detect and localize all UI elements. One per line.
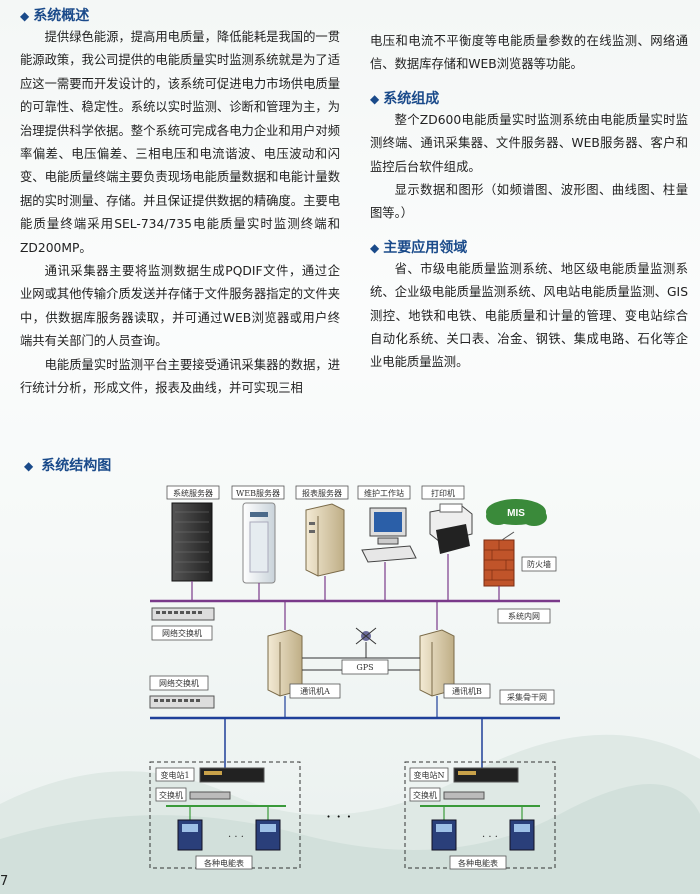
page-number: 7 bbox=[0, 874, 9, 889]
overview-paragraph-2: 通讯采集器主要将监测数据生成PQDIF文件，通过企业网或其他传输介质发送并存储于… bbox=[20, 264, 340, 349]
web-server-icon bbox=[242, 502, 276, 584]
composition-paragraph-2: 显示数据和图形（如频谱图、波形图、曲线图、柱量图等。） bbox=[370, 183, 688, 221]
system-structure-diagram: 系统服务器 WEB服务器 报表服务器 维护工作站 打印机 bbox=[149, 485, 560, 870]
network-switch-icon bbox=[151, 607, 215, 621]
overview-paragraph-3: 电能质量实时监测平台主要接受通讯采集器的数据，进行统计分析，形成文件，报表及曲线… bbox=[20, 357, 340, 396]
label-collector-a: 通讯机A bbox=[300, 686, 330, 696]
rack-server-icon bbox=[171, 502, 213, 582]
label-switch-n: 交换机 bbox=[413, 790, 437, 800]
label-network-switch-2: 网络交换机 bbox=[159, 678, 199, 688]
label-firewall: 防火墙 bbox=[527, 559, 551, 569]
overview-paragraph-3-continued: 电压和电流不平衡度等电能质量参数的在线监测、网络通信、数据库存储和WEB浏览器等… bbox=[370, 34, 688, 72]
label-collector-b: 通讯机B bbox=[452, 686, 482, 696]
diamond-icon: ◆ bbox=[20, 9, 30, 23]
left-column: ◆系统概述 提供绿色能源，提高用电质量，降低能耗是我国的一贯能源政策，我公司提供… bbox=[20, 6, 340, 401]
label-system-server: 系统服务器 bbox=[173, 488, 213, 498]
applications-paragraph: 省、市级电能质量监测系统、地区级电能质量监测系统、企业级电能质量监测系统、风电站… bbox=[370, 261, 688, 370]
label-switch-1: 交换机 bbox=[159, 790, 183, 800]
section-title-structure: ◆系统结构图 bbox=[24, 458, 112, 474]
network-switch-icon bbox=[149, 695, 215, 709]
substation-1-group: 变电站1 交换机 · · · 各种电能表 bbox=[149, 761, 301, 870]
diamond-icon: ◆ bbox=[370, 240, 380, 255]
section-title-applications: ◆主要应用领域 bbox=[370, 239, 468, 256]
label-gps: GPS bbox=[356, 663, 373, 672]
diamond-icon: ◆ bbox=[24, 459, 34, 473]
label-printer: 打印机 bbox=[431, 488, 455, 498]
label-network-switch-1: 网络交换机 bbox=[162, 628, 202, 638]
small-dots-1: · · · bbox=[228, 832, 244, 843]
label-substation-n: 变电站N bbox=[414, 770, 445, 780]
diamond-icon: ◆ bbox=[370, 91, 380, 106]
firewall-icon bbox=[483, 539, 515, 587]
label-web-server: WEB服务器 bbox=[236, 488, 280, 498]
ellipsis-dots: · · · bbox=[326, 807, 351, 826]
label-backbone: 采集骨干网 bbox=[507, 692, 547, 702]
mis-label: MIS bbox=[507, 508, 525, 519]
label-substation-1: 变电站1 bbox=[160, 770, 189, 780]
top-labels: 系统服务器 WEB服务器 报表服务器 维护工作站 打印机 bbox=[166, 485, 465, 500]
gps-satellite-icon bbox=[355, 627, 377, 645]
right-column: 电压和电流不平衡度等电能质量参数的在线监测、网络通信、数据库存储和WEB浏览器等… bbox=[370, 30, 688, 375]
label-system-lan: 系统内网 bbox=[508, 611, 540, 621]
label-report-server: 报表服务器 bbox=[302, 488, 342, 498]
overview-paragraph-1: 提供绿色能源，提高用电质量，降低能耗是我国的一贯能源政策，我公司提供的电能质量实… bbox=[20, 30, 340, 255]
composition-paragraph-1: 整个ZD600电能质量实时监测系统由电能质量实时监测终端、通讯采集器、文件服务器… bbox=[370, 112, 688, 174]
mis-cloud-icon: MIS bbox=[486, 499, 547, 526]
printer-icon bbox=[429, 503, 473, 554]
workstation-icon bbox=[361, 507, 417, 563]
section-title-overview: ◆系统概述 bbox=[20, 8, 90, 24]
report-server-icon bbox=[305, 503, 345, 577]
background-hills bbox=[0, 734, 700, 894]
substation-n-group: 变电站N 交换机 · · · 各种电能表 bbox=[404, 761, 556, 870]
section-title-composition: ◆系统组成 bbox=[370, 90, 440, 107]
small-dots-n: · · · bbox=[482, 832, 498, 843]
label-meters-1: 各种电能表 bbox=[204, 858, 244, 868]
label-meters-n: 各种电能表 bbox=[458, 858, 498, 868]
label-maintenance-station: 维护工作站 bbox=[364, 488, 404, 498]
